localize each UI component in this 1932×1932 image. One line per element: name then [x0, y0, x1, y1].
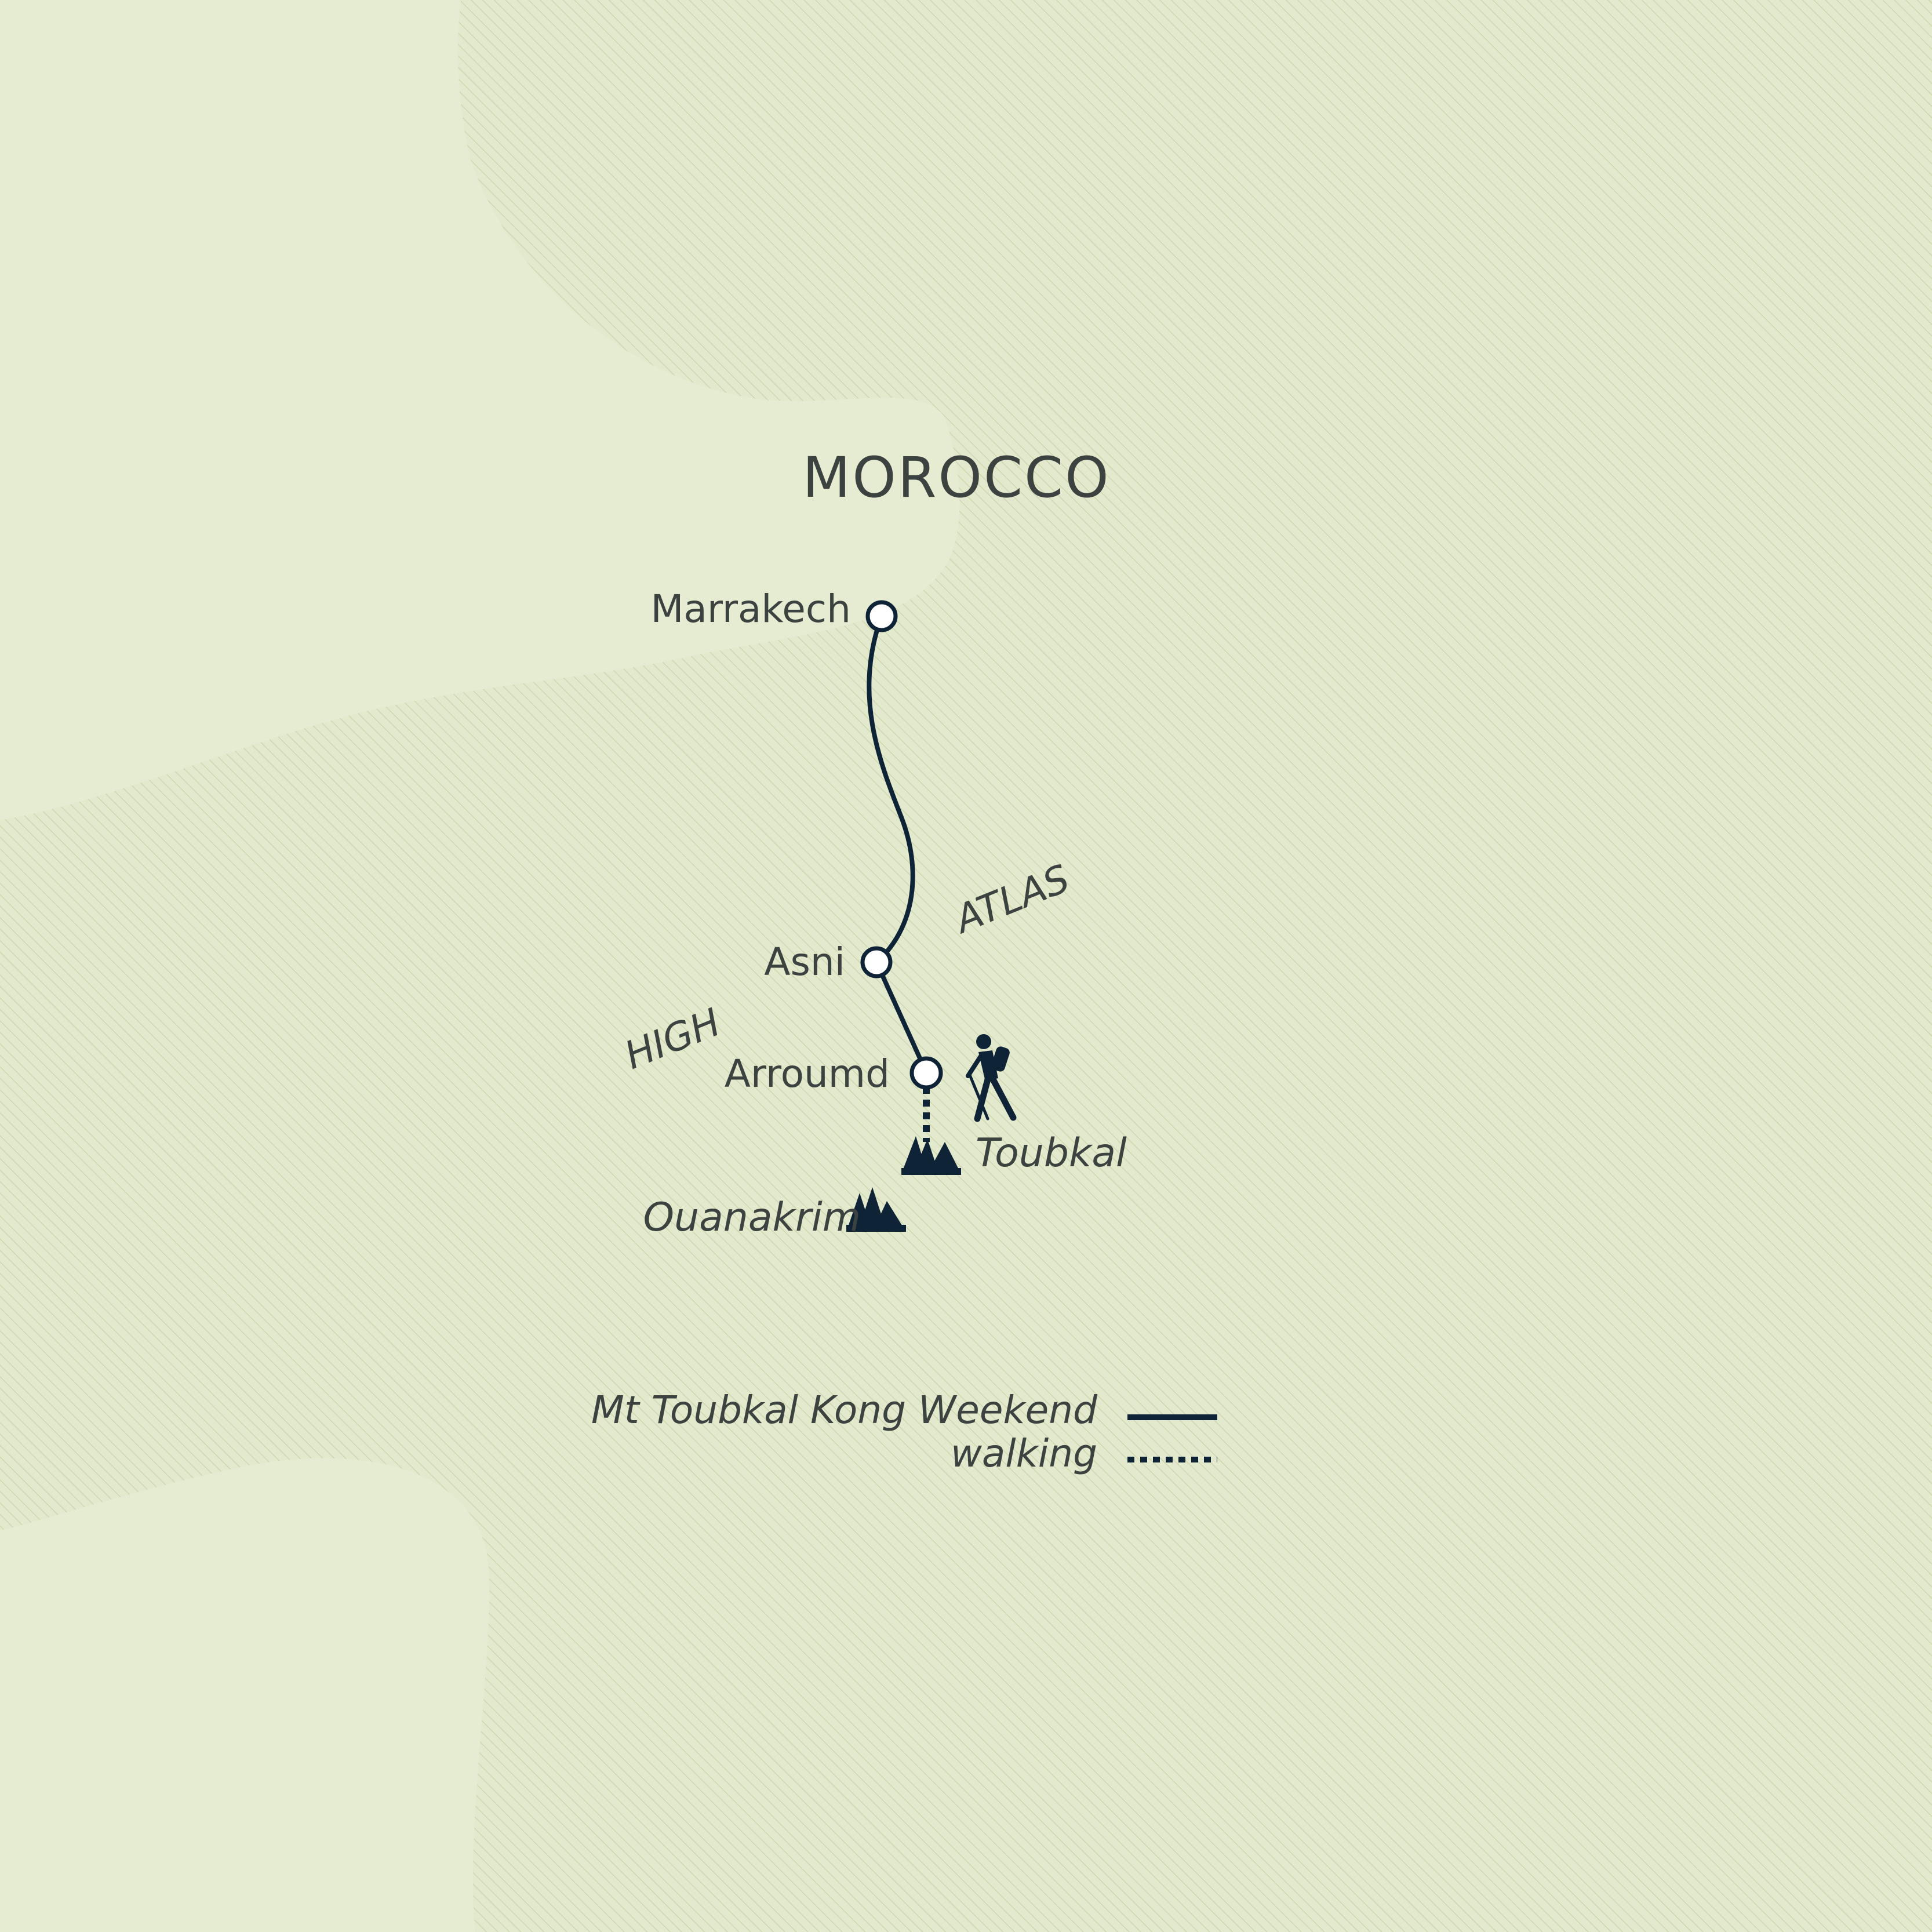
peak-label-toubkal: Toubkal [976, 1130, 1127, 1176]
country-label: MOROCCO [802, 445, 1110, 510]
route-line-segment [874, 960, 929, 1075]
stop-asni[interactable] [860, 946, 893, 978]
legend: Mt Toubkal Kong Weekend walking [591, 1388, 1217, 1476]
peak-label-ouanakrim: Ouanakrim [643, 1195, 861, 1240]
route-line [867, 614, 915, 965]
town-label-arroumd: Arroumd [725, 1051, 890, 1096]
town-label-asni: Asni [764, 940, 845, 984]
stop-arroumd[interactable] [909, 1056, 943, 1090]
route-stop-icon [909, 1056, 943, 1090]
legend-label-route: Mt Toubkal Kong Weekend [591, 1388, 1098, 1432]
stop-marrakech[interactable] [865, 600, 898, 632]
mountain-peak-icon [901, 1136, 961, 1175]
route-stop-icon [865, 600, 898, 632]
town-label-marrakech: Marrakech [650, 587, 851, 631]
legend-label-walking: walking [951, 1431, 1097, 1476]
hiker-icon [966, 1034, 1017, 1122]
mountain-peak-icon [846, 1187, 906, 1232]
route-stop-icon [860, 946, 893, 978]
